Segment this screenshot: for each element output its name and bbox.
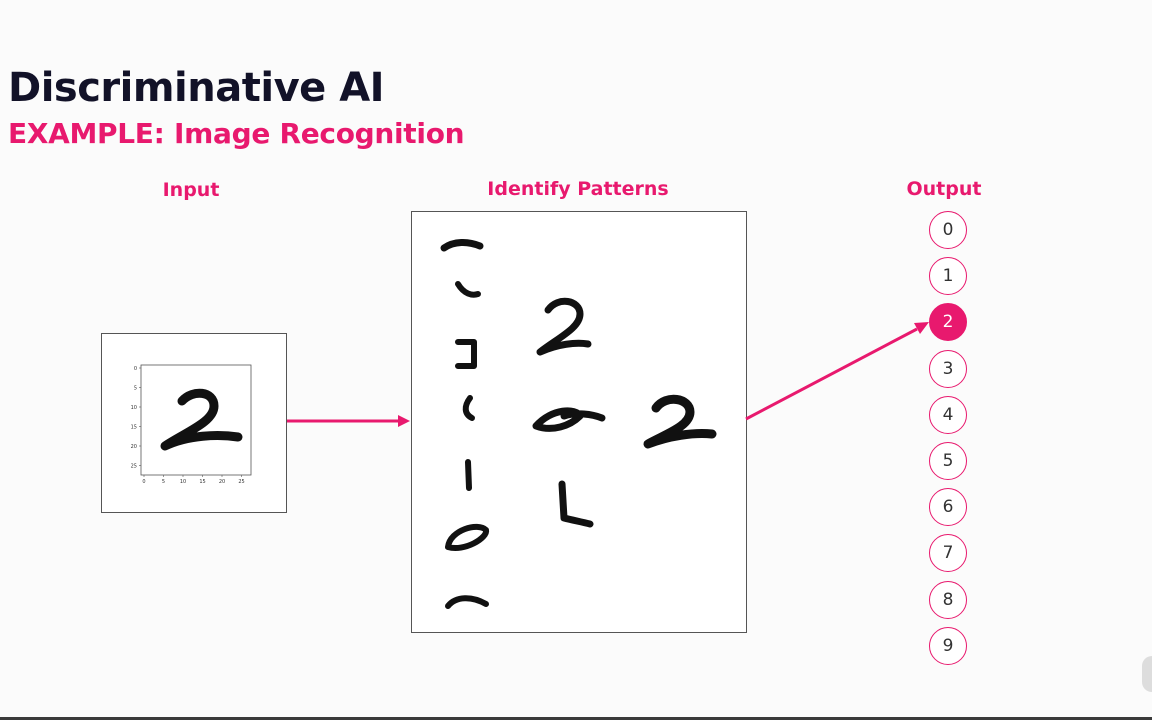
output-digit-4: 4 bbox=[929, 395, 967, 434]
slide-title: Discriminative AI bbox=[8, 65, 385, 111]
x-tick-label: 25 bbox=[238, 479, 244, 485]
x-tick-label: 5 bbox=[162, 479, 165, 485]
fragment-bracket bbox=[455, 339, 477, 369]
fragment-vertical-stroke bbox=[465, 459, 472, 491]
bottom-divider bbox=[0, 717, 1152, 720]
fragment-alpha bbox=[532, 407, 606, 432]
input-image-panel: 0 5 10 15 20 25 0 5 10 15 20 25 bbox=[101, 333, 287, 513]
x-tick-label: 20 bbox=[219, 479, 225, 485]
handwritten-two-digit bbox=[160, 388, 243, 451]
y-tick-label: 5 bbox=[134, 386, 137, 392]
input-label: Input bbox=[162, 179, 220, 201]
patterns-to-output-arrow bbox=[745, 327, 918, 421]
corner-scroll-handle[interactable] bbox=[1142, 656, 1152, 692]
x-tick-label: 0 bbox=[142, 479, 145, 485]
output-digit-1: 1 bbox=[929, 257, 967, 296]
patterns-label: Identify Patterns bbox=[487, 178, 669, 200]
slide-subtitle: EXAMPLE: Image Recognition bbox=[8, 117, 465, 150]
fragment-corner bbox=[558, 480, 594, 528]
output-digit-8: 8 bbox=[929, 580, 967, 619]
y-axis-ticks: 0 5 10 15 20 25 bbox=[131, 366, 141, 470]
fragment-small-curve bbox=[462, 395, 475, 421]
input-to-patterns-arrowhead bbox=[398, 415, 410, 427]
y-tick-label: 10 bbox=[131, 405, 137, 411]
output-digit-0: 0 bbox=[929, 211, 967, 249]
fragment-loop bbox=[445, 523, 489, 552]
x-tick-label: 15 bbox=[199, 479, 205, 485]
output-digit-9: 9 bbox=[929, 626, 967, 665]
y-tick-label: 20 bbox=[131, 444, 137, 450]
fragment-hook bbox=[455, 281, 481, 298]
plot-area bbox=[140, 364, 252, 476]
patterns-panel bbox=[411, 211, 747, 633]
x-axis-ticks: 0 5 10 15 20 25 bbox=[142, 475, 245, 485]
y-tick-label: 15 bbox=[131, 425, 137, 431]
fragment-bottom-curve bbox=[445, 595, 489, 609]
output-digit-2: 2 bbox=[929, 303, 967, 342]
output-label: Output bbox=[906, 178, 982, 200]
pattern-fragments bbox=[440, 239, 717, 609]
fragment-full-two bbox=[643, 394, 717, 449]
output-digit-3: 3 bbox=[929, 349, 967, 388]
output-digit-7: 7 bbox=[929, 534, 967, 573]
y-tick-label: 25 bbox=[131, 464, 137, 470]
patterns-to-output-arrowhead bbox=[914, 322, 929, 334]
output-digit-6: 6 bbox=[929, 488, 967, 527]
fragment-top-curve bbox=[440, 239, 484, 252]
y-tick-label: 0 bbox=[134, 366, 137, 372]
input-digit-plot: 0 5 10 15 20 25 0 5 10 15 20 25 bbox=[131, 364, 252, 485]
fragment-two-partial bbox=[536, 297, 592, 356]
x-tick-label: 10 bbox=[180, 479, 186, 485]
output-digit-5: 5 bbox=[929, 442, 967, 480]
